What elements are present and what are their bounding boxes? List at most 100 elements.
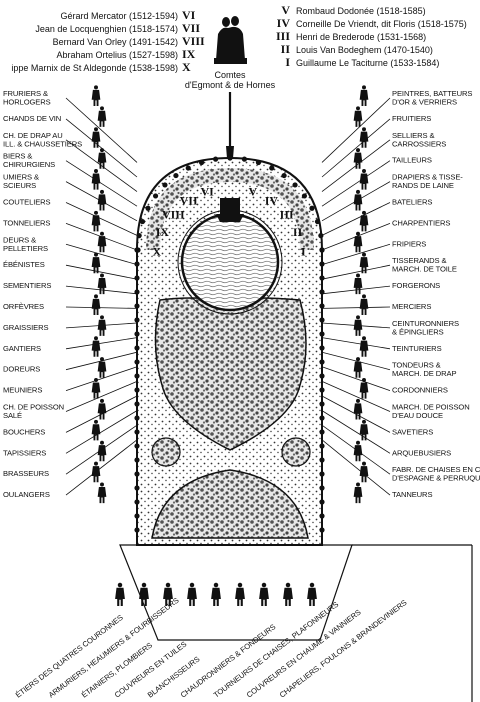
garden	[119, 156, 473, 702]
left-guild-label: CH. DE POISSON	[3, 403, 64, 412]
right-guild-item: TISSERANDS &MARCH. DE TOILE	[321, 252, 457, 280]
left-guild-label: COUTELIERS	[3, 198, 51, 207]
guild-statue-icon	[97, 398, 107, 420]
header-right-name: Guillaume Le Taciturne (1533-1584)	[296, 58, 439, 68]
left-guild-label: UMIERS &	[3, 173, 39, 182]
right-guild-item: SAVETIERS	[321, 395, 433, 441]
header-left-name: Jean de Locquenghien (1518-1574)	[35, 24, 178, 34]
left-guild-label: SALÉ	[3, 411, 22, 420]
guild-statue-icon	[91, 378, 101, 399]
center-title-line-1: Comtes	[214, 70, 246, 80]
guild-statue-icon	[115, 582, 125, 606]
guild-statue-icon	[163, 582, 173, 606]
right-guild-item: CHARPENTIERS	[321, 210, 450, 251]
fountain-numeral: VIII	[162, 207, 185, 221]
header-right-numeral: IV	[277, 16, 291, 30]
left-guild-item: OULANGERS	[3, 439, 138, 504]
header-left-name: ippe Marnix de St Aldegonde (1538-1598)	[11, 63, 178, 73]
header-right-name: Rombaud Dodonée (1518-1585)	[296, 6, 426, 16]
header-right-numeral: III	[276, 29, 290, 43]
left-guild-label: BRASSEURS	[3, 469, 49, 478]
guild-statue-icon	[91, 127, 101, 148]
right-guild-label: CEINTURONNIERS	[392, 319, 459, 328]
center-title-line-2: d'Egmont & de Hornes	[185, 80, 276, 90]
left-guild-label: PELLETIERS	[3, 244, 48, 253]
left-guild-item: ÉBÉNISTES	[3, 252, 138, 280]
header-left-numeral: VII	[182, 21, 200, 35]
railing	[134, 155, 325, 533]
left-guild-label: DEURS &	[3, 235, 36, 244]
guild-statue-icon	[359, 210, 369, 232]
right-guild-label: TAILLEURS	[392, 156, 432, 165]
left-guild-label: DOREURS	[3, 365, 40, 374]
guild-statue-icon	[307, 582, 317, 606]
guild-statue-icon	[359, 419, 369, 441]
left-guild-label: SEMENTIERS	[3, 281, 51, 290]
guild-statue-icon	[283, 582, 293, 606]
guild-statue-icon	[353, 357, 363, 378]
header-left-numeral: IX	[182, 47, 196, 61]
guild-statue-icon	[97, 189, 107, 211]
left-guild-item: TAPISSIERS	[3, 410, 138, 462]
guild-statue-icon	[359, 252, 369, 274]
left-guild-label: TONNELIERS	[3, 218, 50, 227]
right-guild-label: ARQUEBUSIERS	[392, 448, 451, 457]
guild-statue-icon	[353, 231, 363, 253]
right-guild-label: CHARPENTIERS	[392, 218, 450, 227]
left-guild-label: CH. DE DRAP AU	[3, 131, 63, 140]
right-guild-label: SAVETIERS	[392, 427, 433, 436]
left-guild-label: GRAISSIERS	[3, 323, 48, 332]
guild-statue-icon	[97, 231, 107, 253]
fountain-numeral: IX	[156, 225, 170, 239]
fountain-monument-icon	[216, 198, 244, 222]
guild-statue-icon	[359, 378, 369, 399]
guild-statue-icon	[359, 169, 369, 190]
guild-statue-icon	[97, 357, 107, 378]
right-guild-item: MERCIERS	[321, 294, 431, 315]
guild-statue-icon	[359, 127, 369, 148]
header-left-name: Gérard Mercator (1512-1594)	[60, 11, 178, 21]
right-guild-label: PEINTRES, BATTEURS	[392, 89, 472, 98]
left-guild-item: ORFÈVRES	[3, 294, 138, 315]
guild-statue-icon	[353, 148, 363, 169]
guild-statue-icon	[97, 440, 107, 462]
right-guild-label: FRUITIERS	[392, 114, 431, 123]
right-guild-item: TAILLEURS	[321, 148, 432, 207]
right-guild-item: TONDEURS &MARCH. DE DRAP	[321, 351, 457, 378]
right-guild-item: BATELIERS	[321, 189, 432, 236]
egmont-hornes-statue-icon	[214, 16, 247, 64]
guild-statue-icon	[353, 315, 363, 336]
left-guild-item: FRURIERS &HORLOGERS	[3, 85, 138, 163]
left-guild-label: GANTIERS	[3, 344, 41, 353]
guild-statue-icon	[359, 85, 369, 106]
right-guild-label: MARCH. DE TOILE	[392, 265, 457, 274]
fountain-numeral: I	[301, 245, 306, 259]
guild-statue-icon	[91, 85, 101, 106]
fountain-numeral: V	[249, 185, 258, 199]
guild-statue-icon	[97, 482, 107, 504]
bottom-guild-label: TOURNEURS DE CHAISES, PLAFONNEURS	[212, 600, 340, 700]
guild-statue-icon	[353, 482, 363, 504]
right-guild-label: BATELIERS	[392, 198, 432, 207]
left-guild-label: CHANDS DE VIN	[3, 114, 61, 123]
guild-statue-icon	[353, 189, 363, 211]
guild-statue-icon	[235, 582, 245, 606]
right-guild-label: DRAPIERS & TISSE-	[392, 173, 463, 182]
header-left-numeral: VIII	[182, 34, 205, 48]
left-guild-label: TAPISSIERS	[3, 448, 46, 457]
left-guild-label: SCIEURS	[3, 181, 36, 190]
right-guild-label: TISSERANDS &	[392, 256, 447, 265]
left-guild-label: MEUNIERS	[3, 386, 42, 395]
right-guild-item: FABR. DE CHAISES EN CUIRD'ESPAGNE & PERR…	[321, 424, 480, 483]
left-guild-label: ÉBÉNISTES	[3, 260, 45, 269]
guild-statue-icon	[91, 294, 101, 315]
left-guild-label: ILL. & CHAUSSETIERS	[3, 139, 82, 148]
header-left-name: Bernard Van Orley (1491-1542)	[53, 37, 178, 47]
guild-statue-icon	[91, 252, 101, 274]
